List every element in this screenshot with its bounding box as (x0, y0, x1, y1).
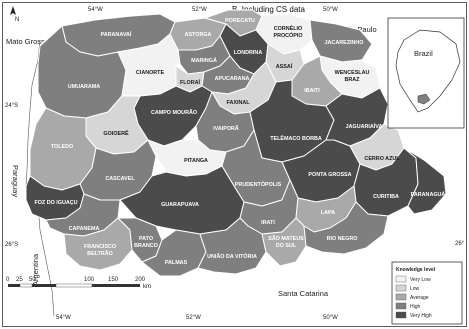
legend-label-average: Average (410, 295, 429, 301)
label-francisco-beltrao-2: BELTRÃO (87, 250, 113, 257)
label-apucarana: APUCARANA (215, 76, 250, 82)
label-capanema: CAPANEMA (69, 226, 100, 232)
scale-tick-0: 0 (6, 277, 10, 283)
label-ivaipora: IVAIPORÃ (213, 125, 239, 132)
label-paraguay: Paraguay (11, 165, 20, 197)
label-sao-mateus-do-sul-1: SÃO MATEUS (268, 235, 304, 242)
map-title: B. Including CS data (232, 5, 305, 14)
inset-label-brazil: Brazil (414, 49, 433, 58)
label-ibaiti: IBAITI (304, 88, 320, 94)
argentina-border (37, 204, 55, 317)
label-campo-mourao: CAMPO MOURÃO (151, 109, 197, 116)
label-jacarezinho: JACAREZINHO (325, 40, 364, 46)
label-foz-do-iguacu: FOZ DO IGUAÇU (34, 200, 77, 206)
legend-label-very-high: Very High (410, 313, 432, 319)
scale-tick-200: 200 (135, 277, 146, 283)
legend-swatch-very-high (395, 311, 407, 319)
label-irati: IRATI (261, 220, 275, 226)
legend-swatch-high (395, 302, 407, 310)
label-pato-branco-2: BRANCO (134, 243, 158, 249)
label-sao-mateus-do-sul-2: DO SUL (276, 243, 297, 249)
label-prudentopolis: PRUDENTÓPOLIS (235, 180, 282, 188)
graticule-top-2: 52°W (192, 7, 207, 13)
label-astorga: ASTORGA (185, 32, 212, 38)
label-cornelio-procopio-1: CORNÉLIO (274, 24, 302, 32)
label-jaguariaiva: JAGUARIAÍVA (346, 122, 383, 130)
region-guarapuava[interactable] (119, 165, 245, 235)
scale-bar: 0 25 50 100 150 200 km (6, 277, 151, 290)
label-cornelio-procopio-2: PROCÓPIO (273, 31, 302, 39)
legend-swatch-low (395, 284, 407, 292)
label-wenceslau-braz-1: WENCESLAU (335, 70, 370, 76)
label-guarapuava: GUARAPUAVA (161, 202, 199, 208)
graticule-top-3: 50°W (323, 7, 338, 13)
label-cascavel: CASCAVEL (105, 176, 135, 182)
graticule-left-1: 24°S (5, 103, 18, 109)
scale-seg-4 (55, 283, 93, 288)
legend-swatch-very-low (395, 275, 407, 283)
scale-tick-50: 50 (29, 277, 36, 283)
label-pitanga: PITANGA (184, 158, 208, 164)
label-wenceslau-braz-2: BRAZ (345, 77, 361, 83)
legend-label-high: High (410, 304, 421, 310)
graticule-bottom-3: 50°W (323, 315, 338, 321)
inset-parana-highlight (417, 93, 431, 105)
label-umuarama: UMUARAMA (68, 84, 100, 90)
region-labels: PARANAVAÍ ASTORGA PORECATU CORNÉLIO PROC… (34, 18, 445, 266)
label-assai: ASSAÍ (276, 62, 293, 70)
label-porecatu: PORECATU (225, 18, 255, 24)
label-lapa: LAPA (321, 210, 335, 216)
label-pato-branco-1: PATO (139, 236, 153, 242)
north-arrow-label: N (15, 17, 19, 23)
north-arrow-icon: N (10, 6, 19, 23)
label-toledo: TOLEDO (51, 144, 73, 150)
scale-tick-150: 150 (108, 277, 119, 283)
label-francisco-beltrao-1: FRANCISCO (84, 244, 116, 250)
label-ponta-grossa: PONTA GROSSA (308, 172, 351, 178)
graticule-bottom-1: 54°W (56, 315, 71, 321)
label-florai: FLORAÍ (180, 78, 201, 86)
regions-layer (25, 9, 447, 277)
graticule-top-1: 54°W (88, 7, 103, 13)
scale-unit: km (143, 284, 151, 290)
scale-seg-2 (19, 283, 33, 288)
label-cerro-azul: CERRO AZUL (364, 156, 400, 162)
label-paranagua: PARANAGUÁ (411, 191, 446, 198)
label-londrina: LONDRINA (234, 50, 263, 56)
inset-map: Brazil (387, 17, 465, 129)
legend-swatch-average (395, 293, 407, 301)
label-mato-grosso-do-sul: Mato Grosso do Sul (6, 37, 73, 46)
label-rio-negro: RIO NEGRO (327, 236, 358, 242)
region-rio-negro[interactable] (303, 201, 389, 255)
label-cianorte: CIANORTE (136, 70, 165, 76)
legend-title: Knowledge level (396, 267, 436, 273)
legend-label-very-low: Very Low (410, 277, 431, 283)
legend: Knowledge level Very LowLowAverageHighVe… (391, 261, 463, 325)
label-palmas: PALMAS (165, 260, 188, 266)
graticule-bottom-2: 52°W (186, 315, 201, 321)
label-goioere: GOIOERÊ (103, 129, 129, 137)
scale-seg-3 (32, 284, 56, 287)
graticule-right-1: 26° (455, 241, 465, 247)
graticule-left-2: 26°S (5, 242, 18, 248)
region-capanema[interactable] (45, 193, 121, 237)
label-curitiba: CURITIBA (373, 194, 399, 200)
region-uniao-da-vitoria[interactable] (197, 217, 267, 275)
legend-label-low: Low (410, 286, 420, 292)
label-santa-catarina: Santa Catarina (278, 289, 329, 298)
label-maringa: MARINGÁ (191, 57, 217, 64)
label-paranavai: PARANAVAÍ (101, 30, 132, 38)
label-argentina: Argentina (31, 253, 40, 286)
inset-brazil-outline (395, 29, 461, 113)
scale-seg-5 (92, 284, 140, 287)
label-uniao-da-vitoria: UNIÃO DA VITÓRIA (207, 252, 257, 260)
scale-seg-1 (8, 284, 20, 287)
label-telemaco-borba: TELÊMACO BORBA (270, 134, 322, 142)
label-faxinal: FAXINAL (226, 100, 250, 106)
region-paranagua[interactable] (403, 147, 447, 215)
scale-tick-25: 25 (16, 277, 23, 283)
scale-tick-100: 100 (84, 277, 95, 283)
